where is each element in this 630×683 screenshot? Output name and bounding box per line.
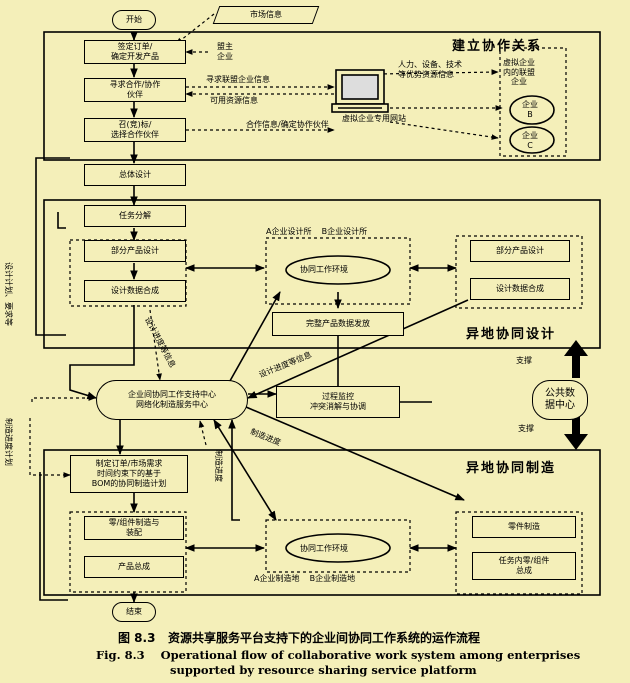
caption-en-2: supported by resource sharing service pl… <box>170 663 477 677</box>
support-label-1: 支撑 <box>516 356 532 365</box>
coop-info-label: 合作信息/确定协作伙伴 <box>246 120 329 129</box>
part-design-node-1: 部分产品设计 <box>84 240 186 262</box>
public-data-node: 公共数 据中心 <box>532 380 588 420</box>
design-sites-label: A企业设计所 B企业设计所 <box>266 227 368 236</box>
publish-node: 完整产品数据发放 <box>272 312 404 336</box>
section-frame-design <box>43 199 601 349</box>
design-merge-node-1: 设计数据合成 <box>84 280 186 302</box>
product-assembly-node: 产品总成 <box>84 556 184 578</box>
caption-cn: 图 8.3 资源共享服务平台支持下的企业间协同工作系统的运作流程 <box>118 631 480 645</box>
section-title-mfg: 异地协同制造 <box>466 461 557 476</box>
collab-env-label-1: 协同工作环境 <box>300 265 348 274</box>
resources-label: 人力、设备、技术 等优势资源信息 <box>398 60 462 80</box>
design-merge-node-2: 设计数据合成 <box>470 278 570 300</box>
ent-c-label: 企业 C <box>522 131 538 150</box>
mfg-sites-label: A企业制造地 B企业制造地 <box>254 574 356 583</box>
end-label: 结束 <box>126 607 142 616</box>
lead-enterprise-label: 盟主 企业 <box>208 40 242 64</box>
parts-mfg-node-1: 零/组件制造与 装配 <box>84 516 184 540</box>
task-parts-node: 任务内零/组件 总成 <box>472 552 576 580</box>
ent-b-label: 企业 B <box>522 100 538 119</box>
mfg-progress-label-2: 制造进度 <box>214 450 223 482</box>
computer-icon <box>331 69 389 113</box>
start-node: 开始 <box>112 10 156 30</box>
service-center-node: 企业间协同工作支持中心 网络化制造服务中心 <box>96 380 248 420</box>
section-frame-build <box>43 31 601 161</box>
parts-mfg-node-2: 零件制造 <box>472 516 576 538</box>
section-title-build: 建立协作关系 <box>452 39 543 54</box>
sign-order-node: 签定订单/ 确定开发产品 <box>84 40 186 64</box>
design-plan-req-label: 设计计划、要求等 <box>4 262 13 326</box>
section-title-design: 异地协同设计 <box>466 327 557 342</box>
overall-design-node: 总体设计 <box>84 164 186 186</box>
section-frame-mfg <box>43 449 601 596</box>
market-info-node: 市场信息 <box>212 6 320 24</box>
market-info-label: 市场信息 <box>250 10 282 19</box>
part-design-node-2: 部分产品设计 <box>470 240 570 262</box>
alliance-inner-label: 虚拟企业 内的联盟 企业 <box>503 58 535 87</box>
caption-en-1: Fig. 8.3 Operational flow of collaborati… <box>96 648 581 662</box>
collab-env-label-2: 协同工作环境 <box>300 544 348 553</box>
bid-node: 召(竞)标/ 选择合作伙伴 <box>84 118 186 142</box>
seek-alliance-label: 寻求联盟企业信息 <box>206 75 270 84</box>
make-plan-node: 制定订单/市场需求 时间约束下的基于 BOM的协同制造计划 <box>70 455 188 493</box>
virtual-site-label: 虚拟企业专用网站 <box>342 114 406 123</box>
find-partner-node: 寻求合作/协作 伙伴 <box>84 78 186 102</box>
support-label-2: 支撑 <box>518 424 534 433</box>
monitor-node: 过程监控 冲突消解与协调 <box>276 386 400 418</box>
start-label: 开始 <box>126 15 142 24</box>
task-split-node: 任务分解 <box>84 205 186 227</box>
available-res-label: 可用资源信息 <box>210 96 258 105</box>
mfg-progress-plan-label: 制造进度计划 <box>4 418 13 466</box>
alliance-group-frame <box>499 47 567 157</box>
end-node: 结束 <box>112 602 156 622</box>
